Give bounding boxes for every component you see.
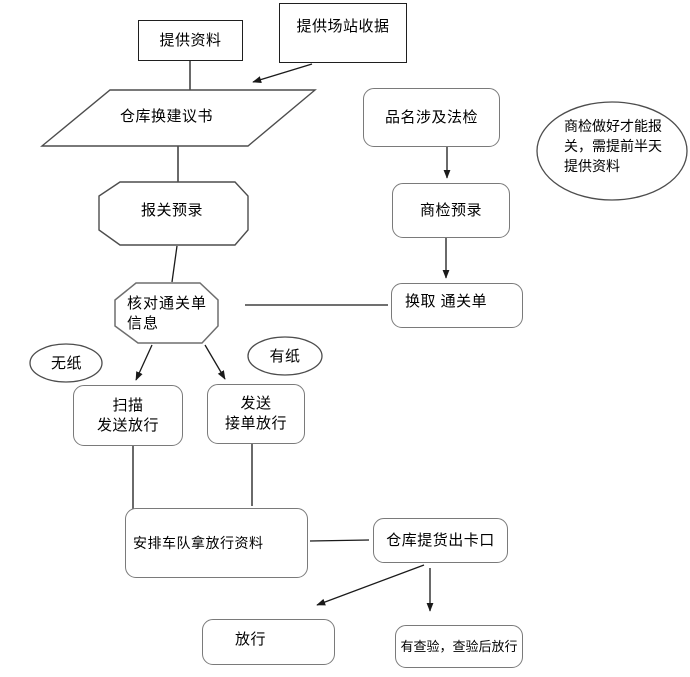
octagon-customs-pre-entry [98, 181, 249, 246]
node-provide-station-receipt-label: 提供场站收据 [296, 18, 390, 35]
label-verify-clearance-info-line1: 核对通关单 [127, 295, 208, 312]
ellipse-note-inspection-first [536, 101, 688, 201]
arrow-pickup-to-release [316, 564, 425, 606]
label-warehouse-proposal-text: 仓库换建议书 [119, 108, 213, 125]
node-arrange-fleet: 安排车队拿放行资料 [125, 508, 308, 578]
label-customs-pre-entry-text: 报关预录 [140, 202, 203, 219]
node-send-accept-release-line1: 发送 [240, 395, 272, 412]
arrow-verify-to-send [204, 344, 226, 380]
node-warehouse-pickup-exit-label: 仓库提货出卡口 [386, 531, 495, 549]
node-scan-send-release-line1: 扫描 [112, 396, 144, 414]
arrow-station-receipt-to-proposal [252, 63, 313, 83]
node-release-label: 放行 [235, 631, 267, 648]
label-verify-clearance-info: 核对通关单 信息 [127, 294, 219, 334]
node-inspection-then-release: 有查验，查验后放行 [395, 625, 523, 668]
node-provide-docs: 提供资料 [138, 20, 243, 61]
ellipse-paperless [29, 343, 103, 383]
node-warehouse-pickup-exit: 仓库提货出卡口 [373, 518, 508, 563]
node-inspection-pre-entry: 商检预录 [392, 183, 510, 238]
node-inspection-pre-entry-label: 商检预录 [419, 201, 482, 219]
node-exchange-clearance-doc-label: 换取 通关单 [405, 293, 488, 310]
label-paperless: 无纸 [30, 354, 103, 374]
node-product-name-law-inspection: 品名涉及法检 [363, 88, 500, 147]
node-send-accept-release-line2: 接单放行 [224, 415, 287, 432]
label-warehouse-proposal: 仓库换建议书 [104, 107, 229, 127]
node-scan-send-release-line2: 发送放行 [96, 416, 159, 434]
label-paper-text: 有纸 [269, 348, 301, 365]
octagon-verify-clearance-info [114, 282, 219, 344]
connector-fleet-to-pickup [309, 539, 370, 542]
label-customs-pre-entry: 报关预录 [99, 201, 245, 221]
node-inspection-then-release-label: 有查验，查验后放行 [400, 638, 518, 654]
parallelogram-warehouse-proposal [40, 89, 317, 147]
node-scan-send-release: 扫描 发送放行 [73, 385, 183, 446]
node-provide-docs-label: 提供资料 [159, 31, 222, 49]
connector-customs-pre-to-verify [171, 245, 178, 283]
node-arrange-fleet-label: 安排车队拿放行资料 [133, 535, 264, 551]
label-paper: 有纸 [248, 347, 322, 367]
node-product-name-law-inspection-label: 品名涉及法检 [384, 108, 478, 126]
ellipse-paper [247, 336, 323, 376]
label-paperless-text: 无纸 [50, 355, 82, 372]
label-note-inspection-first: 商检做好才能报 关，需提前半天 提供资料 [564, 116, 670, 176]
arrow-verify-to-scan [135, 344, 153, 381]
label-note-line1: 商检做好才能报 [564, 118, 662, 134]
node-provide-station-receipt: 提供场站收据 [279, 3, 407, 63]
label-note-line2: 关，需提前半天 [564, 138, 662, 154]
node-release: 放行 [202, 619, 335, 665]
node-send-accept-release: 发送 接单放行 [207, 384, 305, 444]
label-verify-clearance-info-line2: 信息 [127, 315, 160, 332]
label-note-line3: 提供资料 [564, 158, 620, 174]
node-exchange-clearance-doc: 换取 通关单 [391, 283, 523, 328]
